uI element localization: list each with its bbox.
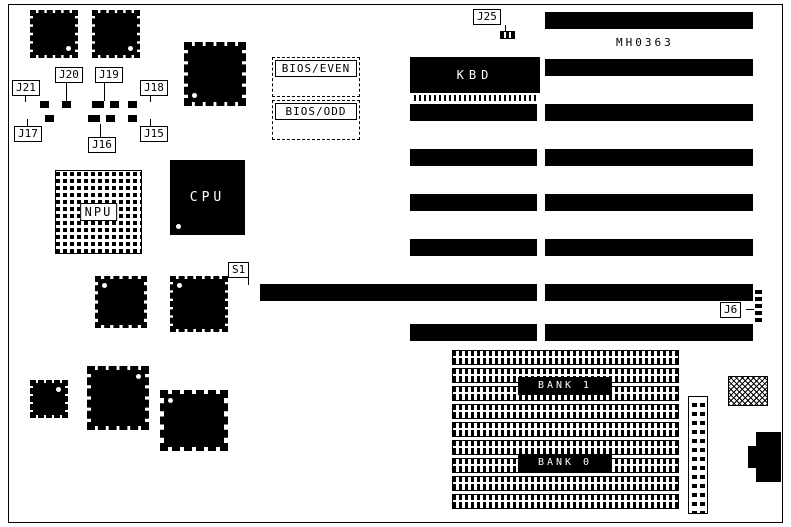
- jumper-label-j15: J15: [140, 126, 168, 142]
- simm-socket: [452, 440, 679, 455]
- bios-odd-label: BIOS/ODD: [275, 103, 357, 120]
- isa-slot: [545, 59, 753, 76]
- bios-even-label: BIOS/EVEN: [275, 60, 357, 77]
- ic-chip: [92, 10, 140, 58]
- jumper-block: [106, 115, 115, 122]
- edge-connector-tab: [748, 446, 756, 468]
- isa-slot: [545, 149, 753, 166]
- slot-s1: [260, 284, 537, 301]
- label-j6: J6: [720, 302, 742, 318]
- bios-even-socket: BIOS/EVEN: [272, 57, 360, 97]
- kbd-pin-strip: [414, 95, 536, 101]
- leader-line: [27, 119, 28, 126]
- isa-slot: [410, 239, 537, 256]
- label-s1: S1: [228, 262, 250, 278]
- cpu-label: CPU: [189, 190, 226, 205]
- isa-slot: [545, 324, 753, 341]
- jumper-block: [110, 101, 119, 108]
- ic-chip: [30, 380, 68, 418]
- jumper-block: [128, 101, 137, 108]
- crosshatch-chip: [728, 376, 768, 406]
- isa-slot: [410, 149, 537, 166]
- leader-line: [248, 278, 249, 285]
- qfp-chip: [87, 366, 149, 430]
- jumper-label-j19: J19: [95, 67, 123, 83]
- qfp-chip: [170, 276, 228, 332]
- jumper-label-j20: J20: [55, 67, 83, 83]
- qfp-chip: [184, 42, 246, 106]
- jumper-block: [45, 115, 54, 122]
- isa-slot: [545, 104, 753, 121]
- pin1-dot: [176, 224, 181, 229]
- leader-line: [505, 25, 506, 32]
- jumper-label-j18: J18: [140, 80, 168, 96]
- simm-socket: [452, 404, 679, 419]
- kbd-connector: KBD: [410, 57, 540, 93]
- label-j25: J25: [473, 9, 501, 25]
- part-number: MH0363: [616, 36, 674, 49]
- npu-socket: NPU: [55, 170, 142, 254]
- simm-socket: [452, 422, 679, 437]
- isa-slot: [410, 104, 537, 121]
- board-outline: [8, 4, 783, 523]
- isa-slot: [545, 239, 753, 256]
- leader-line: [100, 124, 101, 137]
- jumper-block: [88, 115, 100, 122]
- isa-slot: [545, 284, 753, 301]
- isa-slot: [410, 324, 537, 341]
- connector-j25: [500, 31, 515, 39]
- leader-line: [66, 83, 67, 101]
- isa-slot: [545, 12, 753, 29]
- simm-socket: [452, 494, 679, 509]
- jumper-block: [92, 101, 104, 108]
- jumper-block: [128, 115, 137, 122]
- ic-chip: [30, 10, 78, 58]
- leader-line: [150, 96, 151, 102]
- isa-slot: [410, 194, 537, 211]
- qfp-chip: [95, 276, 147, 328]
- bios-odd-socket: BIOS/ODD: [272, 100, 360, 140]
- simm-socket: [452, 476, 679, 491]
- npu-label: NPU: [79, 203, 118, 221]
- simm-socket: [452, 350, 679, 365]
- jumper-label-j17: J17: [14, 126, 42, 142]
- leader-line: [150, 119, 151, 126]
- edge-connector: [756, 432, 781, 482]
- bank1-label: BANK 1: [518, 377, 612, 395]
- leader-line: [746, 309, 754, 310]
- cpu-chip: CPU: [170, 160, 245, 235]
- leader-line: [104, 83, 105, 101]
- bank0-label: BANK 0: [518, 454, 612, 472]
- kbd-label: KBD: [456, 68, 494, 82]
- jumper-block: [62, 101, 71, 108]
- dip-strip: [688, 396, 708, 514]
- jumper-label-j16: J16: [88, 137, 116, 153]
- qfp-chip: [160, 390, 228, 451]
- leader-line: [25, 96, 26, 102]
- jumper-block: [40, 101, 49, 108]
- jumper-label-j21: J21: [12, 80, 40, 96]
- connector-j6: [755, 290, 762, 322]
- isa-slot: [545, 194, 753, 211]
